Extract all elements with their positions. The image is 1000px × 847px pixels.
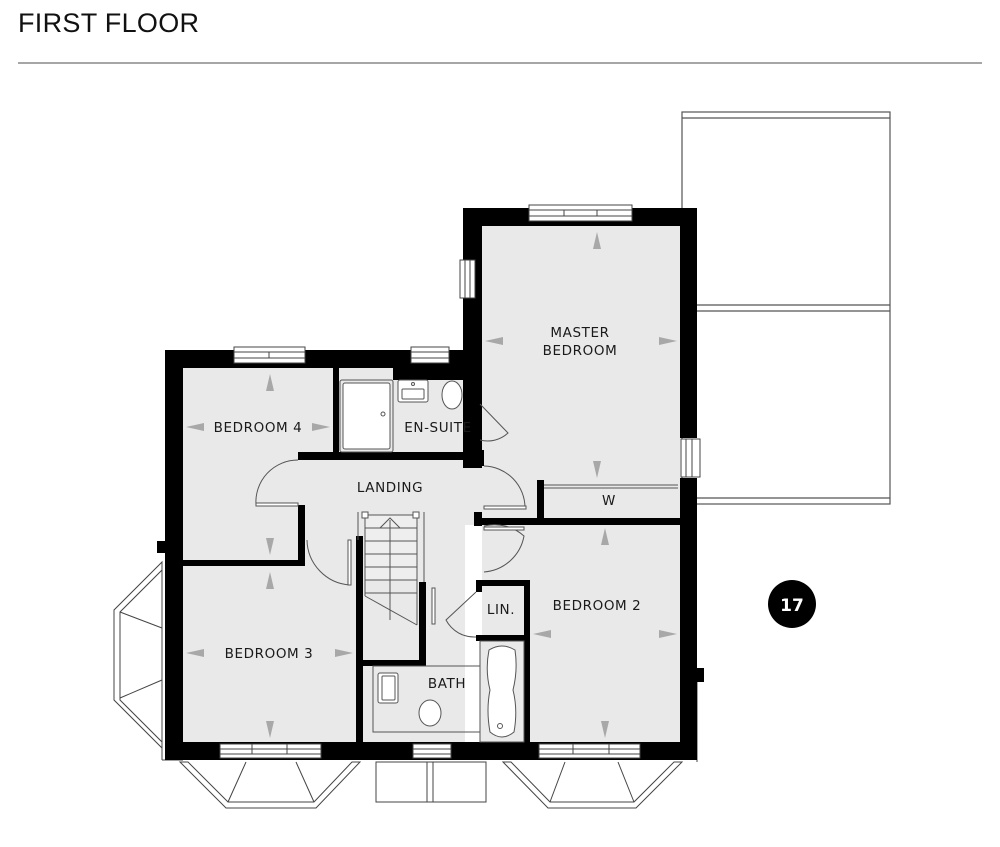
room-label-bedroom-4: BEDROOM 4 (214, 420, 303, 436)
porch-canopy (375, 761, 487, 803)
plot-number-badge: 17 (768, 580, 816, 628)
bottom-bay-window-bed3 (178, 761, 362, 809)
room-label-landing: LANDING (357, 480, 423, 496)
ensuite-fixtures (339, 379, 463, 453)
room-label-wardrobe: W (602, 493, 616, 509)
staircase (357, 511, 425, 626)
bath-fixtures (372, 640, 525, 743)
title-divider (18, 62, 982, 64)
room-label-linen: LIN. (487, 602, 515, 618)
dimension-arrows (186, 232, 677, 738)
room-label-master-bedroom-line1: MASTER (550, 325, 609, 341)
roof-outline (681, 111, 891, 505)
room-label-bath: BATH (428, 676, 466, 692)
room-label-en-suite: EN-SUITE (404, 420, 472, 436)
page-title: FIRST FLOOR (18, 8, 200, 38)
room-label-bedroom-2: BEDROOM 2 (553, 598, 642, 614)
room-label-bedroom-3: BEDROOM 3 (225, 646, 314, 662)
plot-number: 17 (780, 596, 804, 616)
windows (219, 204, 701, 759)
doors (255, 403, 678, 638)
room-label-master-bedroom-line2: BEDROOM (543, 343, 618, 359)
floor-fill (183, 226, 680, 742)
